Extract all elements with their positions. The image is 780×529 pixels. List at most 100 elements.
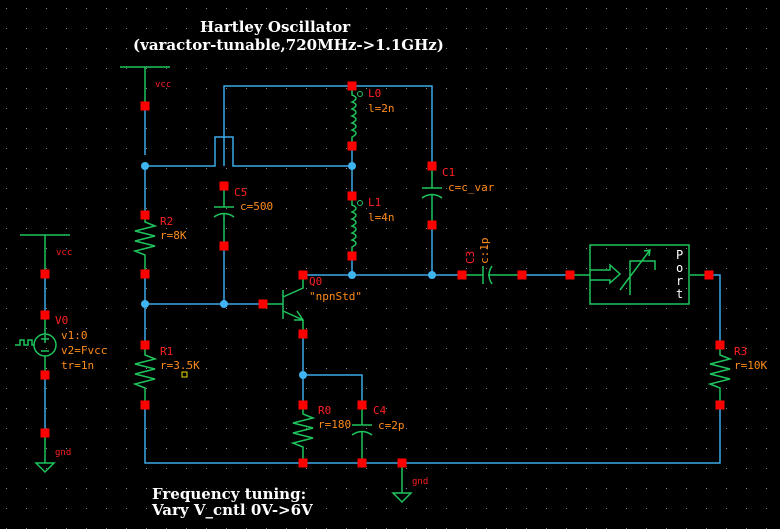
- component-pin[interactable]: [517, 270, 527, 280]
- grid-dot: [726, 408, 727, 409]
- junction-node[interactable]: [141, 300, 149, 308]
- component-pin[interactable]: [347, 141, 357, 151]
- wire-ground-bus[interactable]: [144, 405, 721, 464]
- grid-dot: [286, 328, 287, 329]
- grid-dot: [26, 268, 27, 269]
- grid-dot: [226, 428, 227, 429]
- junction-node[interactable]: [348, 271, 356, 279]
- gnd-source-symbol[interactable]: gnd: [34, 433, 71, 474]
- grid-dot: [206, 68, 207, 69]
- component-pin[interactable]: [140, 340, 150, 350]
- component-pin[interactable]: [715, 340, 725, 350]
- grid-dot: [26, 168, 27, 169]
- grid-dot: [446, 188, 447, 189]
- grid-dot: [146, 308, 147, 309]
- component-pin[interactable]: [347, 191, 357, 201]
- wire[interactable]: [145, 136, 352, 167]
- grid-dot: [6, 68, 7, 69]
- component-pin[interactable]: [258, 299, 268, 309]
- grid-dot: [486, 328, 487, 329]
- component-pin[interactable]: [427, 161, 437, 171]
- gnd-main-symbol[interactable]: gnd: [391, 463, 428, 504]
- component-pin[interactable]: [140, 269, 150, 279]
- component-pin[interactable]: [298, 400, 308, 410]
- junction-node[interactable]: [348, 162, 356, 170]
- component-pin[interactable]: [219, 241, 229, 251]
- resistor-r3[interactable]: R3 r=10K: [707, 345, 767, 405]
- component-pin[interactable]: [219, 181, 229, 191]
- component-pin[interactable]: [565, 270, 575, 280]
- grid-dot: [326, 368, 327, 369]
- grid-dot: [686, 148, 687, 149]
- grid-dot: [486, 468, 487, 469]
- wire[interactable]: [303, 374, 363, 405]
- grid-dot: [306, 88, 307, 89]
- component-pin[interactable]: [427, 220, 437, 230]
- grid-dot: [726, 428, 727, 429]
- component-pin[interactable]: [140, 210, 150, 220]
- component-pin[interactable]: [140, 101, 150, 111]
- grid-dot: [266, 468, 267, 469]
- grid-dot: [626, 88, 627, 89]
- component-pin[interactable]: [357, 458, 367, 468]
- component-pin[interactable]: [397, 458, 407, 468]
- grid-dot: [506, 408, 507, 409]
- component-pin[interactable]: [298, 270, 308, 280]
- capacitor-c3[interactable]: C3 c:1p: [462, 238, 522, 285]
- component-pin[interactable]: [347, 251, 357, 261]
- vcc-source-symbol[interactable]: vcc: [20, 234, 72, 274]
- grid-dot: [186, 68, 187, 69]
- component-pin[interactable]: [140, 400, 150, 410]
- grid-dot: [626, 288, 627, 289]
- grid-dot: [146, 48, 147, 49]
- component-pin[interactable]: [715, 400, 725, 410]
- component-pin[interactable]: [40, 370, 50, 380]
- grid-dot: [466, 428, 467, 429]
- capacitor-c5[interactable]: C5 c=500: [213, 186, 273, 246]
- grid-dot: [306, 508, 307, 509]
- component-pin[interactable]: [40, 310, 50, 320]
- grid-dot: [726, 68, 727, 69]
- wire[interactable]: [709, 274, 721, 345]
- transistor-q0[interactable]: Q0 "npnStd": [263, 275, 362, 334]
- grid-dot: [406, 388, 407, 389]
- grid-dot: [446, 308, 447, 309]
- capacitor-c1[interactable]: C1 c=c_var: [421, 166, 495, 225]
- port-component[interactable]: P o r t: [570, 244, 709, 305]
- component-pin[interactable]: [298, 329, 308, 339]
- resistor-r2[interactable]: R2 r=8K: [132, 215, 187, 274]
- component-pin[interactable]: [40, 428, 50, 438]
- inductor-l1[interactable]: L1 l=4n: [350, 196, 395, 256]
- component-pin[interactable]: [298, 458, 308, 468]
- grid-dot: [666, 288, 667, 289]
- grid-dot: [426, 208, 427, 209]
- junction-node[interactable]: [220, 300, 228, 308]
- grid-dot: [6, 128, 7, 129]
- wire-top-rail[interactable]: [223, 85, 433, 166]
- ref-r2: R2: [160, 215, 173, 228]
- resistor-r1[interactable]: R1 r=3.5K: [132, 345, 200, 405]
- vcc-supply-symbol[interactable]: vcc: [120, 66, 171, 106]
- component-pin[interactable]: [347, 81, 357, 91]
- grid-dot: [306, 228, 307, 229]
- grid-dot: [366, 388, 367, 389]
- selection-handle-icon[interactable]: [181, 371, 188, 378]
- grid-dot: [666, 448, 667, 449]
- inductor-l0[interactable]: L0 l=2n: [350, 86, 395, 146]
- component-pin[interactable]: [457, 270, 467, 280]
- resistor-r0[interactable]: R0 r=180: [290, 404, 351, 463]
- grid-dot: [46, 328, 47, 329]
- junction-node[interactable]: [299, 371, 307, 379]
- grid-dot: [366, 68, 367, 69]
- voltage-source-v0[interactable]: V0 v1:0 v2=Fvcc tr=1n: [15, 314, 107, 375]
- component-pin[interactable]: [704, 270, 714, 280]
- grid-dot: [746, 368, 747, 369]
- junction-node[interactable]: [141, 162, 149, 170]
- junction-node[interactable]: [428, 271, 436, 279]
- component-pin[interactable]: [40, 269, 50, 279]
- capacitor-c4[interactable]: C4 c=2p: [351, 404, 405, 463]
- grid-dot: [506, 248, 507, 249]
- component-pin[interactable]: [357, 400, 367, 410]
- grid-dot: [106, 368, 107, 369]
